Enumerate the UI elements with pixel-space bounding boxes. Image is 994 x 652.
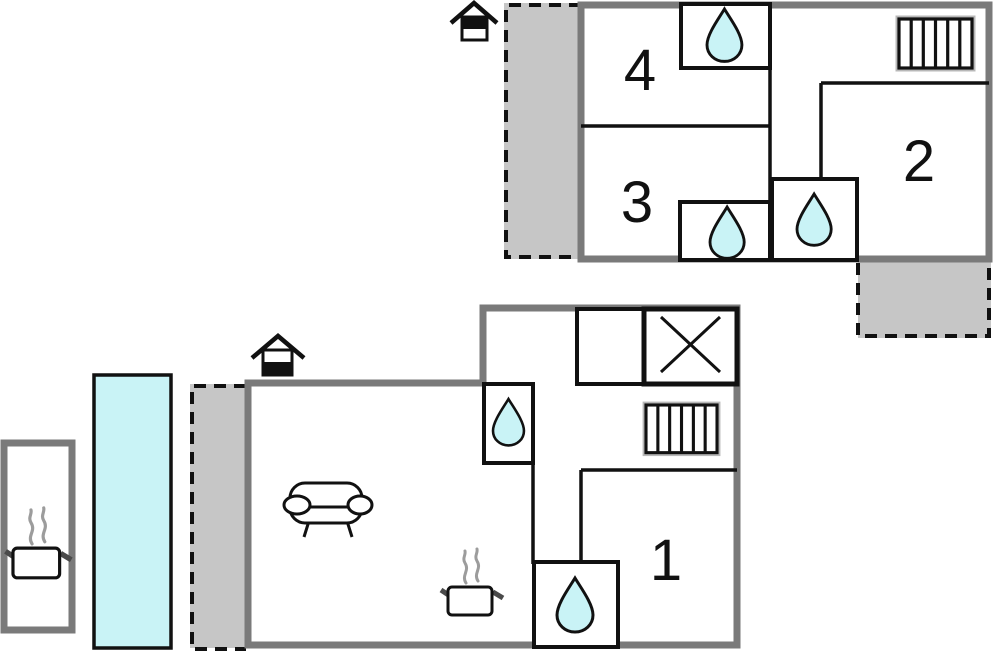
upper-floor-plan: 4 3 2	[449, 0, 993, 338]
terrace-upper-left	[504, 3, 581, 259]
terrace-upper-right-dashed-border	[856, 263, 991, 338]
entrance-house-icon-upper	[449, 0, 499, 42]
hot-tub-house	[0, 439, 76, 634]
ground-floor-inner-walls	[531, 461, 737, 564]
room-2-label: 2	[903, 129, 935, 194]
room-1-label: 1	[650, 528, 682, 593]
room-3-label: 3	[621, 170, 653, 235]
terrace-ground-dashed-border	[190, 384, 246, 651]
crossed-box-icon	[641, 306, 740, 387]
utility-box	[575, 307, 646, 386]
terrace-upper-left-dashed-border	[504, 3, 581, 259]
terrace-upper-right	[856, 262, 991, 338]
terrace-ground-fill	[190, 384, 246, 648]
hot-tub-house-walls	[0, 439, 76, 634]
wardrobe-slats-icon-ground	[642, 401, 722, 457]
terrace-upper-right-fill	[858, 262, 991, 338]
terrace-ground	[190, 384, 246, 651]
entrance-house-icon-ground	[250, 333, 306, 377]
ground-floor-plan: 1	[190, 304, 741, 651]
room-4-label: 4	[624, 38, 656, 103]
sofa-icon	[282, 481, 374, 538]
swimming-pool	[92, 373, 173, 650]
wardrobe-slats-icon-upper	[894, 14, 977, 73]
roof-icon	[449, 0, 499, 25]
terrace-upper-left-fill	[504, 3, 581, 259]
roof-icon	[250, 333, 306, 360]
